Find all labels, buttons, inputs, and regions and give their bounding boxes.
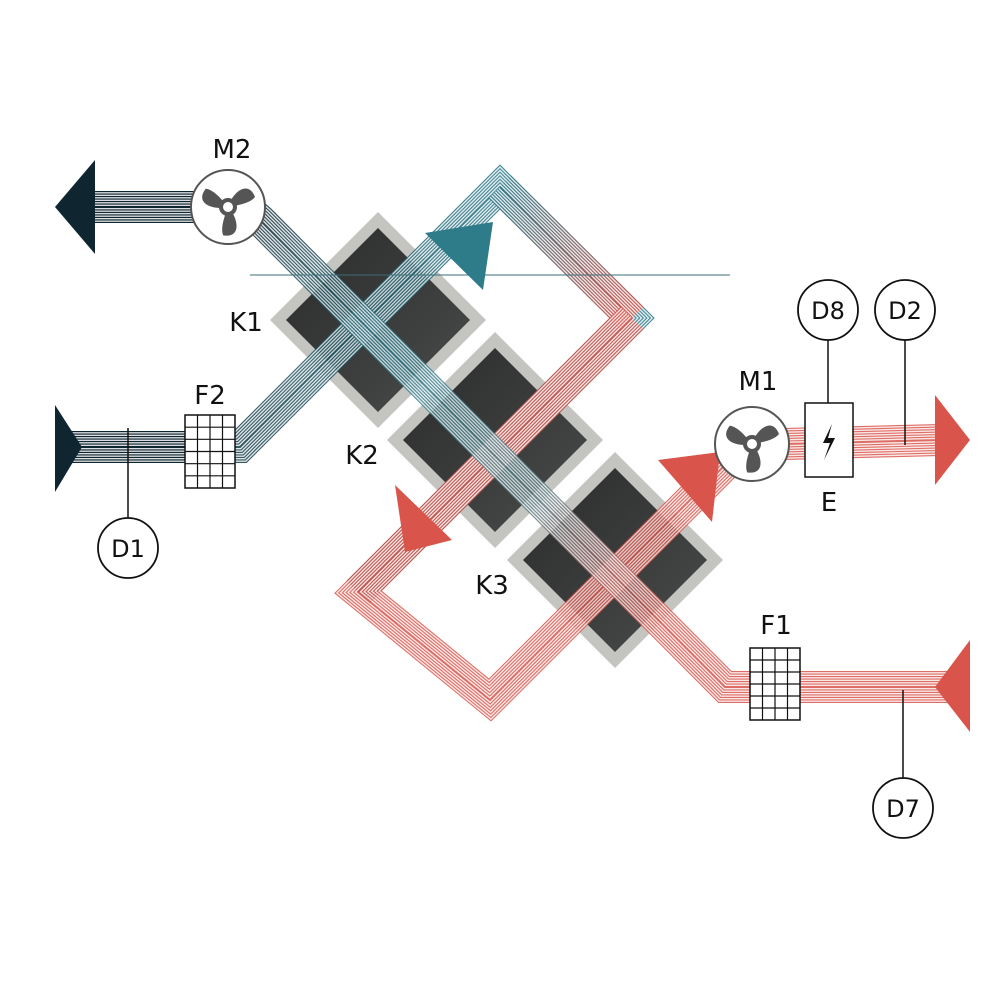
label-f1: F1 (760, 611, 792, 641)
supply-outlet-arrow (935, 395, 970, 485)
label-f2: F2 (194, 381, 226, 411)
filter-grid-icon (184, 414, 236, 489)
supply-duct-turn (488, 175, 644, 330)
label-k3: K3 (475, 571, 509, 601)
flow-arrow-red-down (395, 485, 452, 552)
label-e: E (821, 488, 837, 518)
lightning-icon (823, 424, 835, 460)
filter-f1[interactable] (749, 647, 801, 721)
exhaust-outlet-arrow (55, 160, 95, 254)
label-k2: K2 (345, 441, 379, 471)
outdoor-inlet-arrow (55, 405, 82, 492)
sensor-d7[interactable]: D7 (872, 777, 934, 839)
sensor-d1[interactable]: D1 (97, 517, 159, 579)
label-m1: M1 (739, 367, 778, 397)
sensor-d8-label: D8 (811, 297, 845, 325)
fan-m1[interactable] (714, 406, 790, 482)
fan-icon (726, 425, 779, 473)
filter-grid-icon (749, 647, 801, 721)
sensor-d2-label: D2 (888, 297, 922, 325)
sensor-d1-label: D1 (111, 535, 145, 563)
fan-m2[interactable] (190, 169, 266, 245)
sensor-d7-label: D7 (886, 795, 920, 823)
flow-arrow-teal (425, 222, 493, 290)
extract-inlet-arrow (935, 640, 970, 732)
sensor-d2[interactable]: D2 (874, 279, 936, 341)
flow-arrow-red-up (658, 452, 720, 522)
heater-e[interactable] (804, 402, 854, 478)
fan-icon (202, 188, 255, 236)
label-m2: M2 (213, 135, 252, 165)
label-k1: K1 (229, 308, 263, 338)
sensor-d8[interactable]: D8 (797, 279, 859, 341)
filter-f2[interactable] (184, 414, 236, 489)
